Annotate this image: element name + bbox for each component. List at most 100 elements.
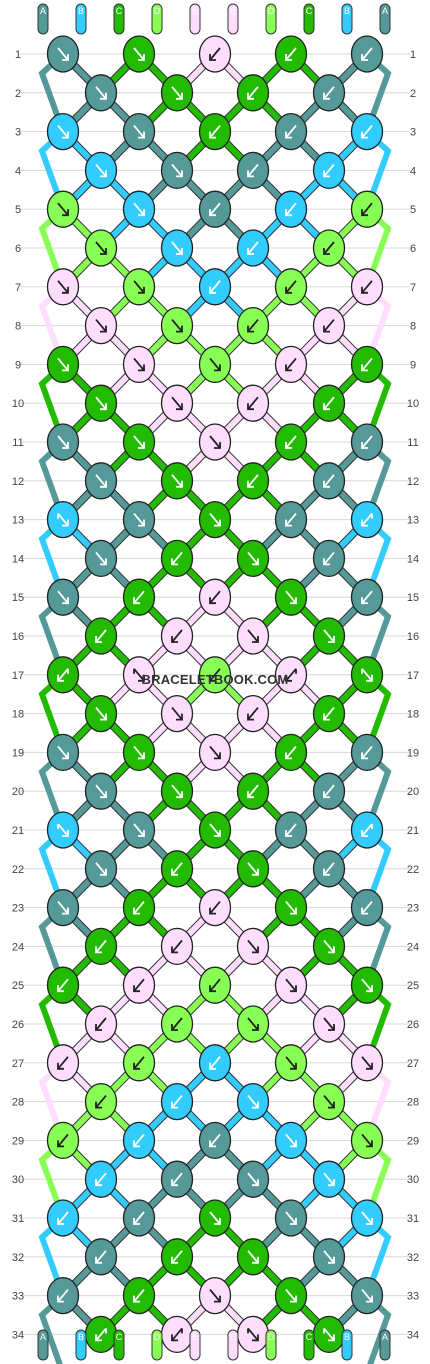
knot [46,268,80,306]
knot-arrow-head [361,286,368,294]
row-number-left: 10 [12,398,24,410]
knot-arrow-shaft [95,396,107,410]
knot [350,345,384,384]
knot [236,1315,270,1354]
knot [198,268,232,306]
knot-arrow-head [95,636,102,643]
knot-arrow-shaft [133,590,145,604]
knot-arrow-shaft [57,1056,69,1070]
knot-arrow-head [214,1218,221,1225]
knot-arrow-head [62,54,69,61]
knot-arrow-head [100,480,107,488]
knot [236,1160,270,1198]
knot [84,1160,118,1198]
knot-arrow-shaft [209,435,221,449]
knot-arrow-shaft [57,513,69,527]
top-strand [227,3,239,35]
top-strand [113,3,125,35]
knot [160,927,194,966]
knot [350,190,384,228]
knot-arrow-shaft [209,513,221,527]
knot [274,1044,308,1082]
row-number-left: 30 [12,1174,24,1186]
knot-arrow-shaft [209,47,221,61]
knot [236,384,270,422]
knot-arrow-shaft [361,202,373,216]
knot-arrow-head [361,597,368,605]
knot-arrow-head [100,558,107,566]
top-strand-letter: B [78,6,84,16]
knot-arrow-head [361,907,368,915]
top-strand [75,3,87,35]
knot-arrow-head [57,1062,64,1070]
bottom-strand [265,1329,277,1361]
knot [84,1005,118,1043]
knot [312,229,346,267]
knot [122,888,156,927]
knot-arrow-head [285,830,292,837]
knot-arrow-head [214,442,221,449]
knot-arrow-shaft [285,513,297,527]
knot-arrow-head [323,713,330,721]
row-number-right: 1 [410,49,416,61]
knot [236,462,270,500]
knot-arrow-shaft [323,707,335,721]
knot-arrow-head [214,519,221,527]
knot [84,694,118,733]
bottom-strand-letter: A [382,1332,388,1342]
knot-arrow-shaft [57,745,69,759]
row-number-right: 6 [410,243,416,255]
knot [160,617,194,655]
row-number-left: 1 [15,49,21,61]
knot [46,811,80,849]
knot-arrow-head [138,209,145,217]
top-strand [341,3,353,35]
bottom-strand-letter: E [192,1332,198,1342]
knot-arrow-shaft [171,707,183,721]
knot-arrow-shaft [209,357,221,371]
knot [274,500,308,539]
knot [160,539,194,578]
knot-arrow-head [171,1024,178,1031]
knot-arrow-head [323,248,330,255]
top-strand [151,3,163,35]
knot-arrow-head [328,636,335,643]
knot-arrow-shaft [171,86,183,100]
knot-arrow-shaft [361,1133,373,1147]
knot [84,1238,118,1276]
knot [198,112,232,151]
row-number-right: 18 [407,709,419,721]
row-number-right: 27 [407,1058,419,1070]
row-number-right: 9 [410,359,416,371]
row-number-right: 26 [407,1019,419,1031]
knot [46,1276,80,1315]
knot [312,306,346,345]
knot-arrow-shaft [133,125,145,139]
knot-arrow-head [247,325,254,333]
knot [46,423,80,461]
bottom-strand-letter: D [154,1332,161,1342]
knot [350,888,384,927]
knot-arrow-shaft [133,745,145,759]
knot-arrow-shaft [285,745,297,759]
knot-arrow-head [247,170,254,178]
knot-arrow-shaft [323,86,335,100]
knot-arrow-head [138,519,145,527]
knot-arrow-head [361,519,368,527]
knot-arrow-shaft [171,396,183,410]
knot [46,733,80,772]
knot-arrow-head [247,92,254,100]
knot-arrow-shaft [285,47,297,61]
knot [236,229,270,267]
knot-arrow-head [361,364,368,372]
knot-arrow-shaft [133,668,145,682]
row-number-left: 32 [12,1252,24,1264]
knot-arrow-shaft [323,474,335,488]
knot [122,966,156,1004]
knot-arrow-head [361,752,368,760]
knot-arrow-head [209,131,216,139]
knot [46,35,80,73]
row-number-left: 14 [12,553,24,565]
